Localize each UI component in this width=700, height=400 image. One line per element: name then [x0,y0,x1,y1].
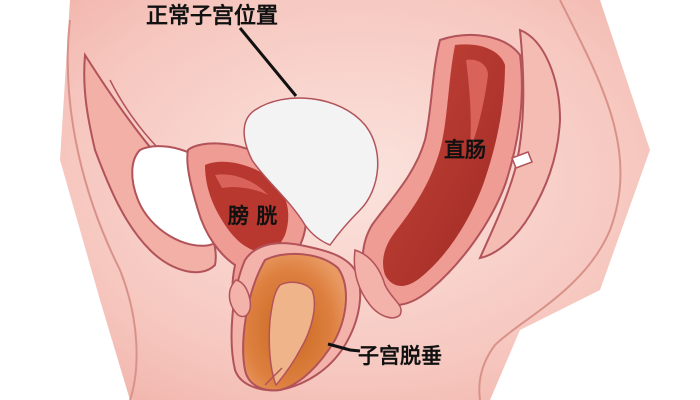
sacrum [478,28,562,260]
right-body-outline [478,0,622,400]
normal-uterus-position-label: 正常子宫位置 [146,4,279,29]
coccyx-joint [511,151,533,169]
uterine-prolapse-label: 子宫脱垂 [358,344,442,368]
left-body-outline [66,19,138,400]
rectum-label: 直肠 [444,138,486,162]
normal-uterus-shape [243,97,379,246]
rectum-highlight [466,59,488,150]
bladder-lumen-highlight [215,174,268,195]
normal-uterus-pointer [238,27,298,97]
cervix-line [264,367,283,386]
perineal-body [353,248,402,319]
prolapse-pointer [327,342,361,353]
bladder-label: 膀 胱 [228,204,278,228]
perineal-tissue [228,279,252,318]
uterine-cavity [268,281,316,387]
